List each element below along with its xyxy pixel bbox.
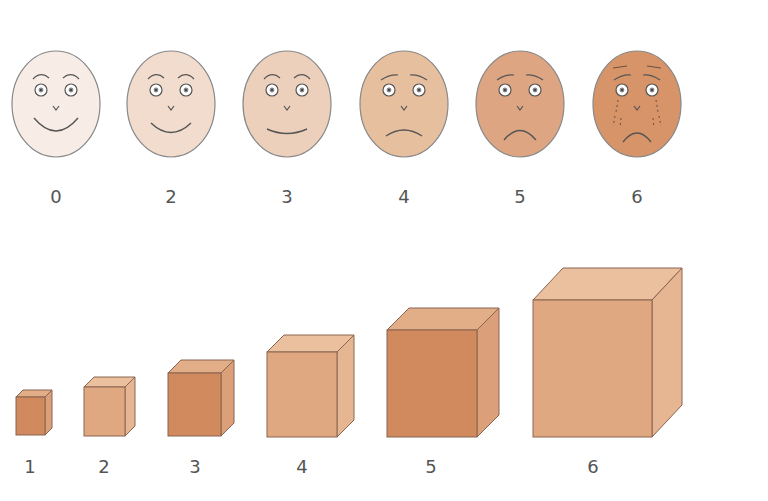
cube-number: 6 bbox=[587, 458, 598, 476]
face-2 bbox=[127, 51, 215, 157]
pain-score: 2 bbox=[165, 188, 176, 206]
pain-faces bbox=[12, 51, 681, 157]
pain-score: 5 bbox=[514, 188, 525, 206]
cube-number: 2 bbox=[98, 458, 109, 476]
pain-score: 3 bbox=[281, 188, 292, 206]
cube-number: 5 bbox=[425, 458, 436, 476]
cube-number: 3 bbox=[189, 458, 200, 476]
face-3 bbox=[243, 51, 331, 157]
pain-score: 6 bbox=[631, 188, 642, 206]
face-0 bbox=[12, 51, 100, 157]
face-5 bbox=[476, 51, 564, 157]
size-cubes bbox=[16, 268, 682, 437]
face-4 bbox=[360, 51, 448, 157]
cube-number: 1 bbox=[24, 458, 35, 476]
cube-number: 4 bbox=[296, 458, 307, 476]
pain-score: 0 bbox=[50, 188, 61, 206]
face-6 bbox=[593, 51, 681, 157]
pain-score: 4 bbox=[398, 188, 409, 206]
